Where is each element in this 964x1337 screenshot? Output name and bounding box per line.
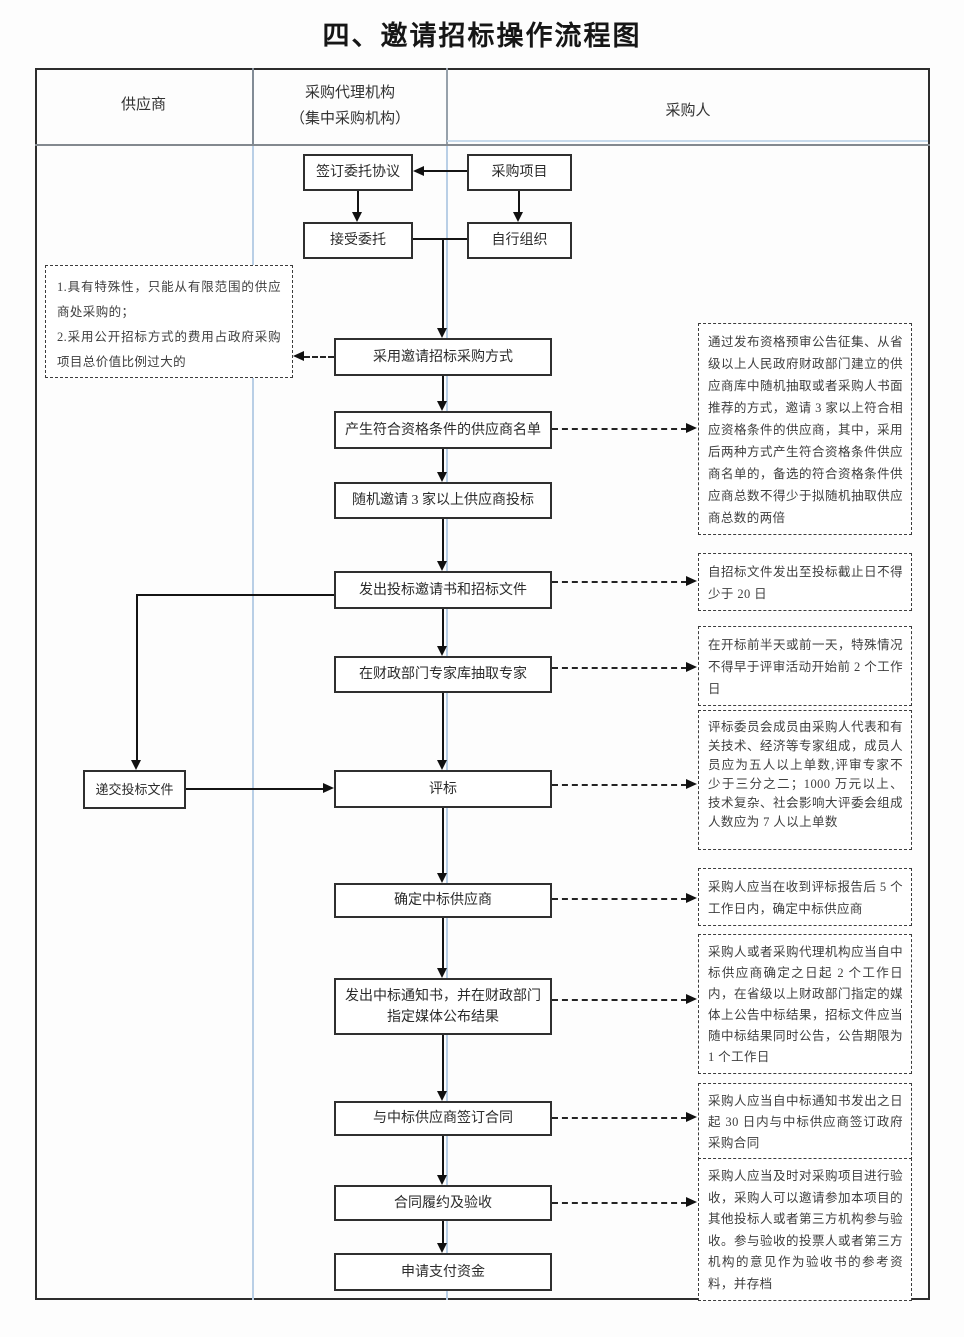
note-invitation-conditions: 1.具有特殊性，只能从有限范围的供应商处采购的； 2.采用公开招标方式的费用占政…: [45, 265, 293, 378]
connector-invitation-elbow-h: [136, 594, 334, 596]
header-separator-blue: [447, 140, 928, 142]
connector-contract-acceptance: [442, 1136, 444, 1176]
connector-project-to-sign: [424, 170, 467, 172]
arrowhead-to-submit-docs: [131, 760, 141, 770]
node-contract-acceptance: 合同履约及验收: [334, 1185, 552, 1221]
lane-purchaser: 采购人: [665, 103, 711, 119]
arrowhead-evaluation-winner: [437, 873, 447, 883]
connector-adopt-generate: [442, 376, 444, 402]
header-separator: [35, 144, 930, 146]
note-expert-extraction-time: 在开标前半天或前一天，特殊情况不得早于评审活动开始前 2 个工作日: [698, 626, 912, 706]
note-evaluation-committee: 评标委员会成员由采购人代表和有关技术、经济等专家组成，成员人员应为五人以上单数,…: [698, 710, 912, 850]
dashed-adopt-to-leftnote: [304, 356, 334, 358]
arrowhead-generate-random: [437, 472, 447, 482]
arrowhead-contract-acceptance: [437, 1175, 447, 1185]
node-accept-entrustment: 接受委托: [303, 222, 413, 259]
node-bid-evaluation: 评标: [334, 770, 552, 808]
note-20-days-rule: 自招标文件发出至投标截止日不得少于 20 日: [698, 553, 912, 611]
arrowhead-evaluation-to-note4: [686, 779, 697, 789]
note-acceptance-rule: 采购人应当及时对采购项目进行验收，采购人可以邀请参加本项目的其他投标人或者第三方…: [698, 1158, 912, 1301]
arrowhead-adopt-generate: [437, 401, 447, 411]
connector-accept-self: [413, 238, 467, 240]
lane-supplier: 供应商: [120, 97, 166, 113]
node-generate-list: 产生符合资格条件的供应商名单: [334, 411, 552, 449]
arrowhead-project-to-sign: [413, 166, 424, 176]
arrowhead-winner-notice: [437, 968, 447, 978]
node-procurement-project: 采购项目: [467, 154, 572, 191]
arrowhead-adopt-to-leftnote: [293, 351, 304, 361]
arrowhead-winner-to-note5: [686, 893, 697, 903]
connector-acceptance-payment: [442, 1221, 444, 1244]
arrowhead-invitation-to-note2: [686, 576, 697, 586]
arrowhead-notice-contract: [437, 1091, 447, 1101]
lane-divider-2-body: [446, 145, 448, 1300]
arrowhead-random-invitation: [437, 561, 447, 571]
arrowhead-invitation-experts: [437, 646, 447, 656]
connector-junction-down: [442, 239, 444, 329]
node-adopt-method: 采用邀请招标采购方式: [334, 338, 552, 376]
connector-invitation-experts: [442, 609, 444, 647]
page-title: 四、邀请招标操作流程图: [322, 21, 642, 51]
arrowhead-notice-to-note6: [686, 994, 697, 1004]
dashed-contract-to-note7: [552, 1117, 687, 1119]
node-issue-invitation: 发出投标邀请书和招标文件: [334, 571, 552, 609]
node-random-invite: 随机邀请 3 家以上供应商投标: [334, 482, 552, 519]
lane-divider-1-body: [252, 145, 254, 1300]
connector-random-invitation: [442, 519, 444, 562]
dashed-notice-to-note6: [552, 999, 687, 1001]
node-determine-winner: 确定中标供应商: [334, 883, 552, 918]
arrowhead-sign-to-accept: [352, 212, 362, 222]
arrowhead-generate-to-note1: [686, 423, 697, 433]
node-sign-agreement: 签订委托协议: [303, 154, 413, 191]
note-supplier-list-rule: 通过发布资格预审公告征集、从省级以上人民政府财政部门建立的供应商库中随机抽取或者…: [698, 323, 912, 535]
arrowhead-project-to-self: [513, 212, 523, 222]
dashed-invitation-to-note2: [552, 581, 687, 583]
arrowhead-contract-to-note7: [686, 1112, 697, 1122]
dashed-generate-to-note1: [552, 428, 687, 430]
node-extract-experts: 在财政部门专家库抽取专家: [334, 656, 552, 693]
chart-frame: [35, 68, 930, 1300]
note-result-announcement: 采购人或者采购代理机构应当自中标供应商确定之日起 2 个工作日内，在省级以上财政…: [698, 934, 912, 1074]
arrowhead-to-adopt-method: [437, 328, 447, 338]
connector-project-to-self: [518, 191, 520, 213]
lane-divider-1: [252, 68, 254, 145]
connector-submit-to-evaluation: [186, 788, 324, 790]
connector-invitation-elbow-v: [136, 594, 138, 761]
arrowhead-experts-to-note3: [686, 662, 697, 672]
connector-generate-random: [442, 449, 444, 473]
connector-notice-contract: [442, 1035, 444, 1092]
arrowhead-acceptance-to-note8: [686, 1197, 697, 1207]
node-submit-bid-docs: 递交投标文件: [83, 770, 186, 809]
dashed-experts-to-note3: [552, 667, 687, 669]
lane-divider-2: [446, 68, 448, 145]
arrowhead-experts-evaluation: [437, 760, 447, 770]
arrowhead-acceptance-payment: [437, 1243, 447, 1253]
node-self-organize: 自行组织: [467, 222, 572, 259]
node-sign-contract: 与中标供应商签订合同: [334, 1101, 552, 1136]
note-5-working-days: 采购人应当在收到评标报告后 5 个工作日内，确定中标供应商: [698, 868, 912, 926]
node-issue-notice: 发出中标通知书，并在财政部门 指定媒体公布结果: [334, 978, 552, 1035]
lane-agency: 采购代理机构 （集中采购机构）: [289, 85, 410, 127]
dashed-evaluation-to-note4: [552, 784, 687, 786]
dashed-acceptance-to-note8: [552, 1202, 687, 1204]
note-30-days-contract: 采购人应当自中标通知书发出之日起 30 日内与中标供应商签订政府采购合同: [698, 1083, 912, 1160]
arrowhead-submit-to-evaluation: [323, 783, 334, 793]
connector-winner-notice: [442, 918, 444, 969]
connector-experts-evaluation: [442, 693, 444, 761]
dashed-winner-to-note5: [552, 898, 687, 900]
connector-sign-to-accept: [357, 191, 359, 213]
node-apply-payment: 申请支付资金: [334, 1253, 552, 1291]
connector-evaluation-winner: [442, 808, 444, 874]
